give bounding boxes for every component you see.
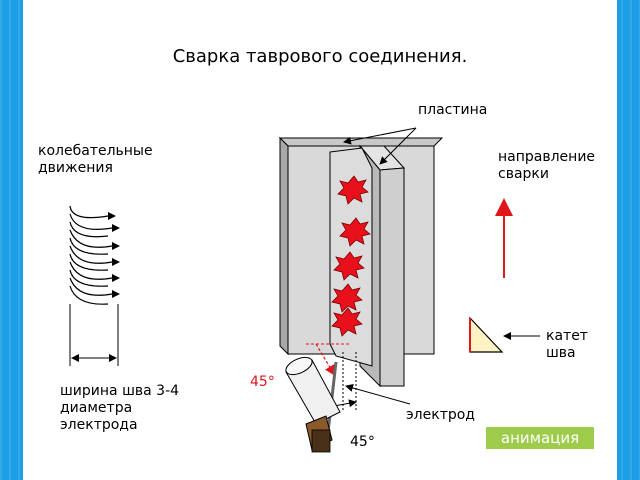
angle-indicator [315, 343, 357, 412]
electrode-label: электрод [406, 407, 475, 423]
plate-pointer-2 [379, 127, 417, 165]
direction-label: направление сварки [498, 149, 596, 182]
spark-1 [337, 175, 369, 205]
oscillation-label: колебательные движения [38, 143, 153, 176]
angle-top-label: 45° [250, 374, 275, 390]
spark-3 [333, 251, 365, 281]
page-title: Сварка таврового соединения. [172, 46, 468, 67]
leg-label: катет шва [546, 328, 588, 361]
leg-triangle [469, 316, 504, 353]
plate-pointer [343, 127, 417, 145]
spark-2 [339, 217, 371, 247]
width-label: ширина шва 3-4 диаметра электрода [60, 383, 180, 433]
plate-label: пластина [418, 102, 488, 118]
electrode-pointer [345, 384, 411, 405]
animation-button[interactable]: анимация [486, 427, 594, 449]
spark-5 [331, 307, 363, 337]
oscillation-motion [69, 205, 113, 305]
angle-bottom-label: 45° [350, 434, 375, 450]
oscillation-arrowheads [108, 212, 120, 298]
weld-sparks [331, 175, 371, 337]
spark-4 [331, 283, 363, 313]
electrode [285, 356, 341, 453]
